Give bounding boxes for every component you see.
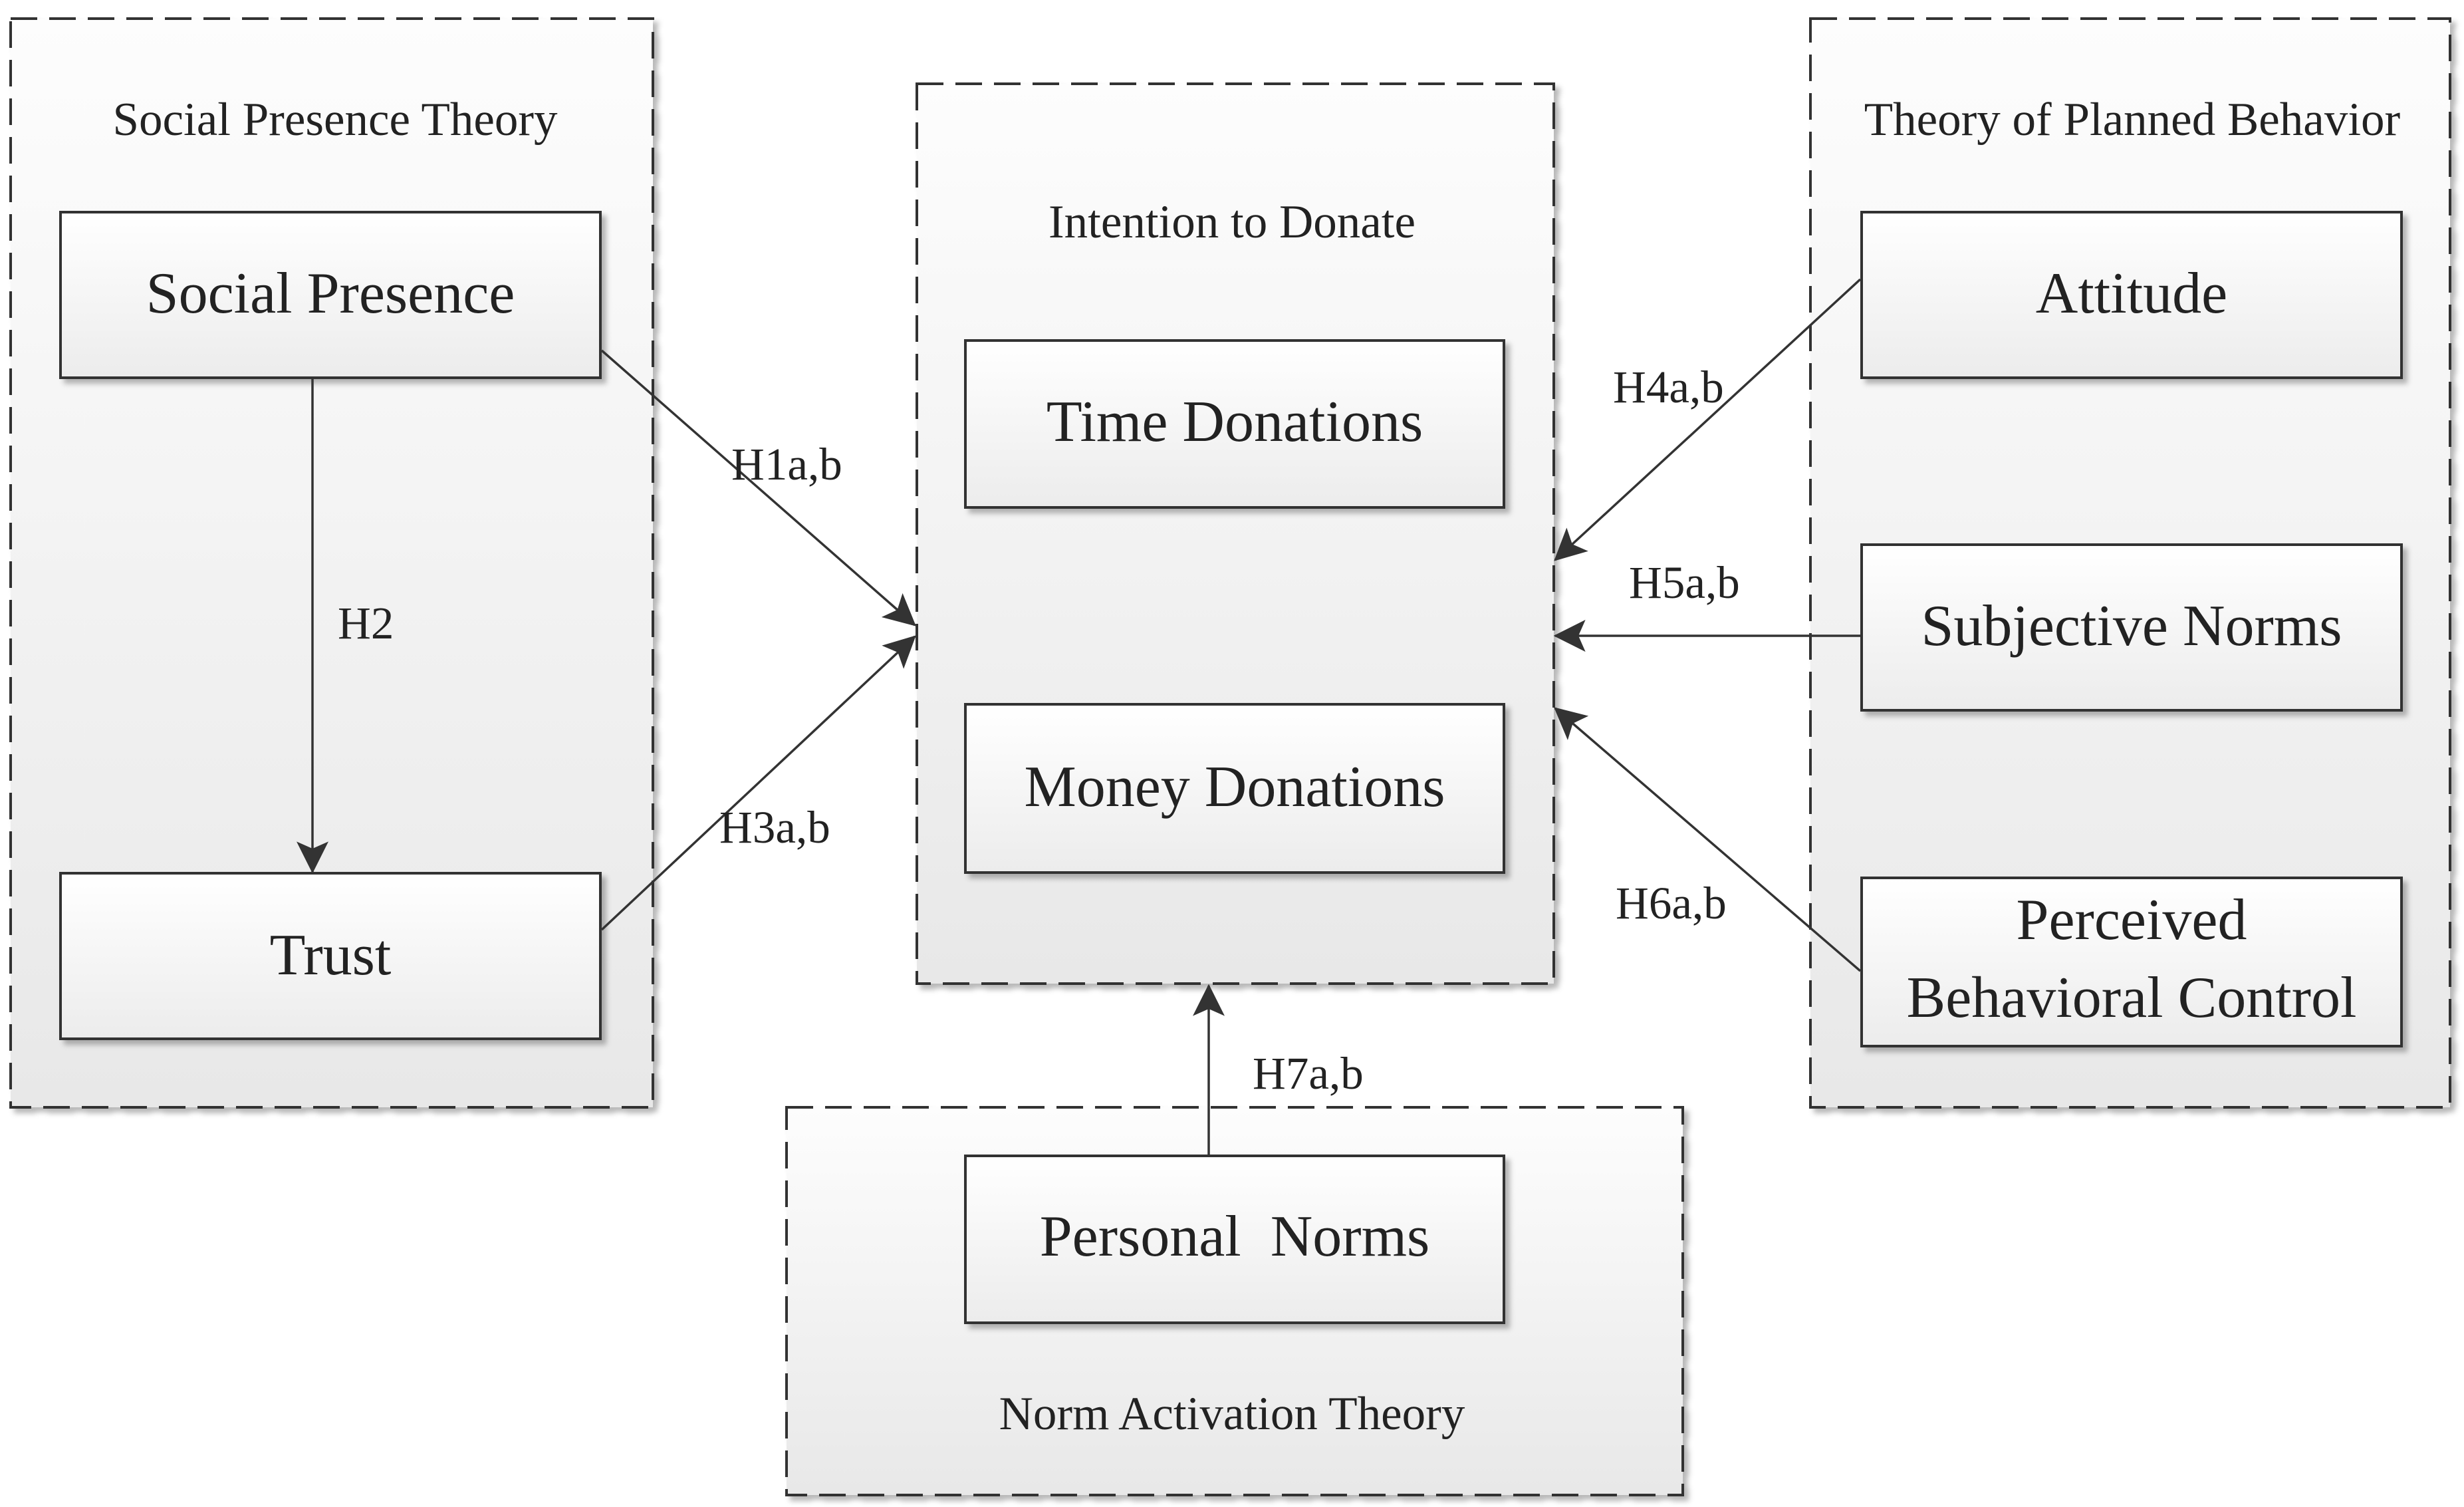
construct-label-subjective-norms: Subjective Norms [1921, 594, 2342, 658]
hypothesis-label-h7: H7a,b [1253, 1048, 1364, 1099]
group-label-intention-to-donate: Intention to Donate [1048, 196, 1416, 248]
hypothesis-label-h4: H4a,b [1613, 362, 1724, 412]
hypothesis-label-h5: H5a,b [1629, 557, 1740, 608]
construct-social-presence: Social Presence [59, 211, 602, 379]
construct-label-perceived-line2: Behavioral Control [1907, 966, 2357, 1030]
construct-perceived-behavioral-control: Perceived Behavioral Control [1860, 877, 2403, 1047]
construct-money-donations: Money Donations [964, 703, 1505, 874]
hypothesis-label-h2: H2 [338, 598, 394, 648]
construct-personal-norms: Personal Norms [964, 1155, 1505, 1324]
construct-time-donations: Time Donations [964, 339, 1505, 509]
group-label-theory-of-planned-behavior: Theory of Planned Behavior [1864, 94, 2401, 146]
construct-label-attitude: Attitude [2036, 261, 2227, 326]
hypothesis-label-h1: H1a,b [731, 439, 842, 489]
construct-trust: Trust [59, 872, 602, 1040]
construct-label-money-donations: Money Donations [1024, 755, 1445, 819]
hypothesis-label-h6: H6a,b [1616, 878, 1727, 928]
construct-label-time-donations: Time Donations [1047, 390, 1423, 454]
group-label-norm-activation-theory: Norm Activation Theory [999, 1388, 1465, 1440]
arrow-h6 [1554, 707, 1862, 972]
construct-attitude: Attitude [1860, 211, 2403, 379]
construct-label-perceived-line1: Perceived [2017, 888, 2247, 952]
arrow-h4 [1554, 278, 1862, 561]
construct-label-personal-norms: Personal Norms [1040, 1204, 1430, 1269]
construct-label-social-presence: Social Presence [146, 261, 515, 326]
group-label-social-presence-theory: Social Presence Theory [112, 94, 558, 146]
construct-subjective-norms: Subjective Norms [1860, 543, 2403, 712]
hypothesis-label-h3: H3a,b [719, 802, 830, 853]
arrow-h3 [600, 635, 916, 931]
arrow-h1 [600, 349, 916, 626]
construct-label-trust: Trust [270, 923, 392, 988]
hypothesis-arrows [297, 278, 1862, 1155]
